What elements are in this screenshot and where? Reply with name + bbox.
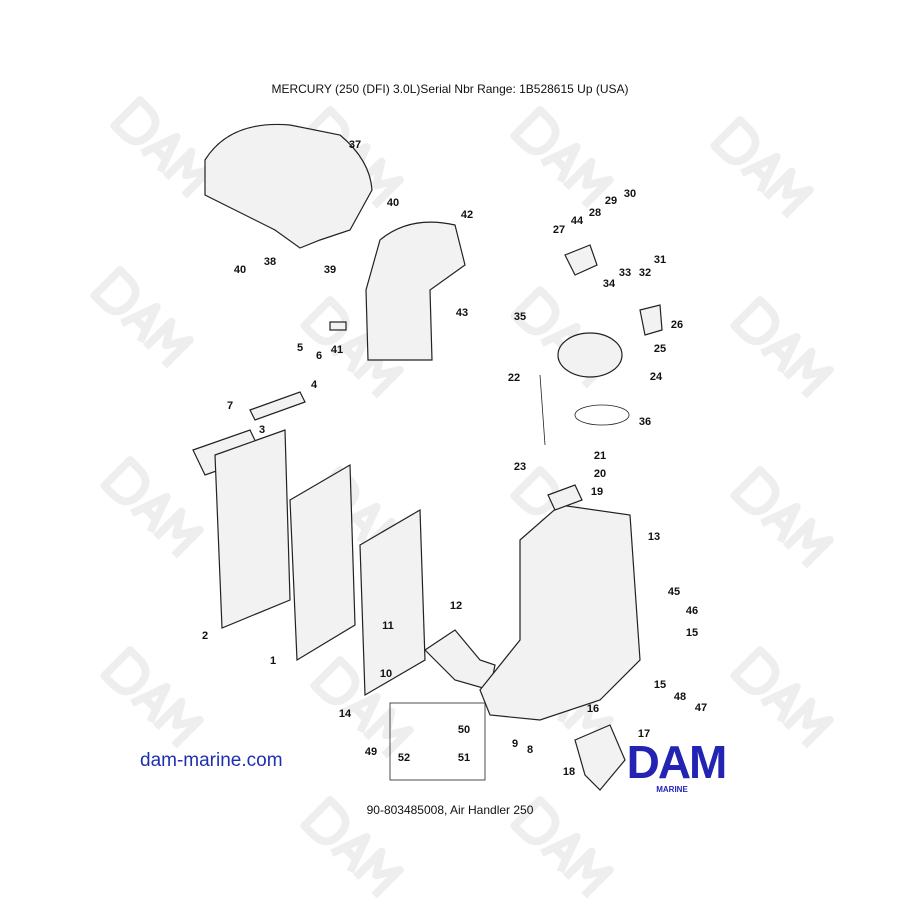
callout-21: 21 — [594, 450, 606, 462]
callout-41: 41 — [331, 344, 343, 356]
callout-19: 19 — [591, 486, 603, 498]
callout-51: 51 — [458, 752, 470, 764]
part-2-gasket — [214, 429, 291, 629]
callout-7: 7 — [227, 400, 233, 412]
watermark-graphic — [110, 96, 214, 199]
callout-15: 15 — [654, 679, 666, 691]
callout-22: 22 — [508, 372, 520, 384]
callout-36: 36 — [639, 416, 651, 428]
part-13-plenum — [479, 504, 641, 721]
dam-logo: DAM MARINE — [627, 736, 728, 794]
callout-9: 9 — [512, 738, 518, 750]
part-36-o-ring — [574, 404, 630, 426]
callout-3: 3 — [259, 424, 265, 436]
watermark-graphic — [90, 266, 194, 369]
callout-43: 43 — [456, 307, 468, 319]
watermark-graphic — [510, 106, 614, 209]
callout-24: 24 — [650, 371, 663, 383]
part-41-label — [329, 321, 347, 331]
part-shapes — [192, 123, 663, 791]
callout-30: 30 — [624, 188, 636, 200]
callout-12: 12 — [450, 600, 462, 612]
part-18-pump — [574, 724, 626, 791]
callout-8: 8 — [527, 744, 533, 756]
callout-49: 49 — [365, 746, 377, 758]
callout-52: 52 — [398, 752, 410, 764]
callout-44: 44 — [571, 215, 584, 227]
part-26-tps — [639, 304, 663, 336]
callout-38: 38 — [264, 256, 276, 268]
watermark-graphic — [310, 656, 414, 759]
watermark-graphic — [730, 646, 834, 749]
callout-18: 18 — [563, 766, 575, 778]
callout-labels: 3740424038394143564732114111012274428293… — [202, 139, 707, 778]
callout-5: 5 — [297, 342, 303, 354]
part-12-bracket — [424, 629, 496, 691]
callout-40: 40 — [234, 264, 246, 276]
watermark-graphic — [510, 796, 614, 899]
callout-28: 28 — [589, 207, 601, 219]
watermark-graphic — [510, 286, 614, 389]
callout-15: 15 — [686, 627, 698, 639]
callout-2: 2 — [202, 630, 208, 642]
diagram-caption: 90-803485008, Air Handler 250 — [366, 803, 534, 817]
part-14-gasket — [359, 508, 426, 697]
callout-45: 45 — [668, 586, 680, 598]
watermark-graphic — [300, 796, 404, 899]
diagram-title: MERCURY (250 (DFI) 3.0L)Serial Nbr Range… — [271, 82, 629, 96]
part-24-throttle-body — [557, 332, 623, 378]
callout-11: 11 — [382, 620, 394, 632]
callout-4: 4 — [311, 379, 318, 391]
callout-39: 39 — [324, 264, 336, 276]
watermark-graphic — [100, 456, 204, 559]
callout-34: 34 — [603, 278, 616, 290]
callout-13: 13 — [648, 531, 660, 543]
callout-23: 23 — [514, 461, 526, 473]
kit-49-box — [389, 702, 486, 781]
callout-31: 31 — [654, 254, 666, 266]
callout-25: 25 — [654, 343, 666, 355]
callout-32: 32 — [639, 267, 651, 279]
watermark-graphic — [510, 466, 614, 569]
part-19-sensor — [547, 484, 583, 511]
callout-48: 48 — [674, 691, 686, 703]
part-27-lever — [564, 244, 598, 276]
website-link[interactable]: dam-marine.com — [140, 750, 283, 771]
callout-20: 20 — [594, 468, 606, 480]
callout-35: 35 — [514, 311, 526, 323]
callout-1: 1 — [270, 655, 276, 667]
part-22-sensor — [539, 374, 546, 446]
callout-29: 29 — [605, 195, 617, 207]
watermark-graphic — [100, 646, 204, 749]
callout-10: 10 — [380, 668, 392, 680]
callout-40: 40 — [387, 197, 399, 209]
callout-16: 16 — [587, 703, 599, 715]
part-1-plate — [289, 463, 356, 662]
part-4-reed — [249, 391, 306, 421]
dam-logo-subtext: MARINE — [656, 785, 688, 794]
callout-50: 50 — [458, 724, 470, 736]
dam-logo-text: DAM — [627, 736, 726, 788]
callout-46: 46 — [686, 605, 698, 617]
part-42-duct — [365, 221, 466, 361]
watermark-graphic — [730, 296, 834, 399]
callout-37: 37 — [349, 139, 361, 151]
watermark-graphic — [710, 116, 814, 219]
callout-14: 14 — [339, 708, 352, 720]
watermark-graphic — [730, 466, 834, 569]
callout-26: 26 — [671, 319, 683, 331]
part-37-cover — [204, 123, 373, 249]
callout-33: 33 — [619, 267, 631, 279]
callout-17: 17 — [638, 728, 650, 740]
callout-6: 6 — [316, 350, 322, 362]
callout-47: 47 — [695, 702, 707, 714]
callout-42: 42 — [461, 209, 473, 221]
callout-27: 27 — [553, 224, 565, 236]
